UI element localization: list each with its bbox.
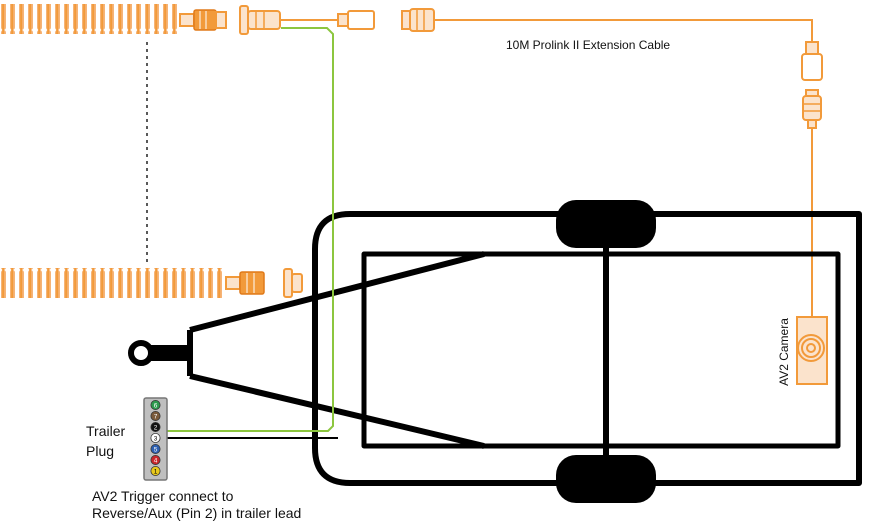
plug-pin: [150, 432, 161, 443]
plug-pin: [150, 443, 161, 454]
camera-label: AV2 Camera: [777, 318, 791, 386]
trailer-frame: [128, 211, 862, 486]
plug-pin-number: 4: [154, 457, 158, 464]
trailer-plug-pins: 6 7 2 3 5 4 1: [150, 399, 161, 476]
plug-pin: [150, 465, 161, 476]
hitch-coupling: [128, 340, 154, 366]
trigger-note-line2: Reverse/Aux (Pin 2) in trailer lead: [92, 505, 302, 521]
plug-pin: [150, 399, 161, 410]
trigger-note-line1: AV2 Trigger connect to: [92, 488, 234, 504]
extension-cable-plug-right: [801, 41, 823, 81]
drawbar-upper: [189, 251, 485, 333]
trailer-plug-label-line1: Trailer: [86, 423, 126, 439]
plug-pin-number: 1: [154, 468, 158, 475]
wheel-top: [556, 200, 656, 248]
drawbar-lower: [189, 373, 485, 449]
plug-pin: [150, 421, 161, 432]
adapter-connector-bottom: [283, 268, 303, 298]
plug-pin-number: 6: [154, 402, 158, 409]
adapter-connector-top: [239, 5, 375, 35]
plug-pin-number: 5: [154, 446, 158, 453]
green-trigger-wire: [166, 27, 334, 432]
trailer-plug-label-line2: Plug: [86, 443, 115, 459]
trailer-plug-label: Trailer Plug: [86, 421, 146, 461]
plug-pin-number: 2: [154, 424, 158, 431]
plug-pin-number: 7: [154, 413, 158, 420]
coiled-cable-top: [0, 4, 180, 34]
orange-connector-top: [179, 9, 227, 31]
coiled-cable-bottom: [0, 268, 226, 298]
plug-pin: [150, 454, 161, 465]
trailer-inner-bed: [361, 251, 841, 449]
orange-connector-bottom: [225, 271, 265, 295]
extension-cable: [434, 19, 813, 42]
trigger-note: AV2 Trigger connect to Reverse/Aux (Pin …: [92, 488, 301, 522]
wheel-bottom: [556, 455, 656, 503]
camera-lead-plug: [802, 89, 822, 129]
camera-icon: [796, 316, 828, 385]
trailer-outer-body: [312, 211, 862, 486]
extension-cable-label: 10M Prolink II Extension Cable: [506, 38, 671, 52]
plug-pin: [150, 410, 161, 421]
extension-cable-plug-left: [401, 8, 435, 32]
plug-pin-number: 3: [154, 435, 158, 442]
